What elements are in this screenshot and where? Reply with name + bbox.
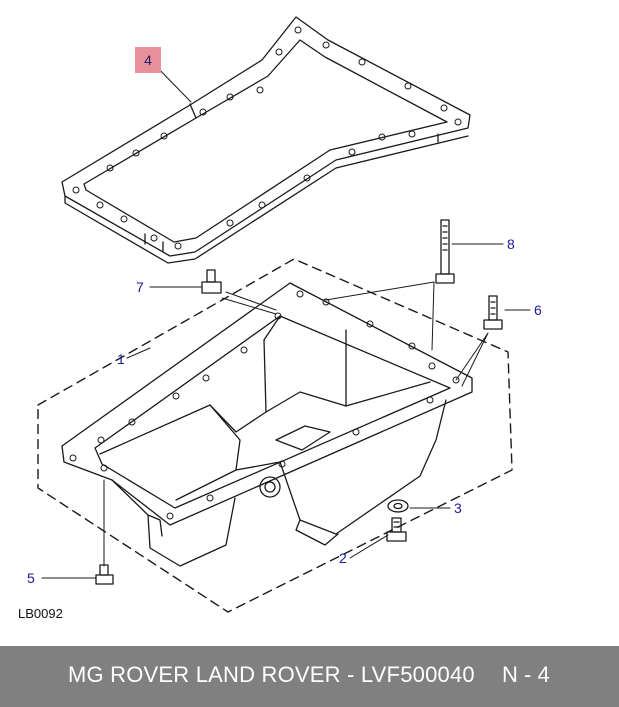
oil-pan	[61, 282, 473, 567]
diagram-reference-code: LB0092	[18, 606, 63, 621]
footer-bar: MG ROVER LAND ROVER - LVF500040 N - 4	[0, 646, 619, 707]
callout-8: 8	[507, 236, 515, 252]
callout-3: 3	[454, 500, 462, 516]
callout-4: 4	[135, 47, 161, 73]
footer-page-number: N - 4	[502, 662, 550, 687]
bolt-6	[483, 295, 503, 330]
callout-2: 2	[339, 550, 347, 566]
bolt-8	[435, 219, 455, 284]
callout-1: 1	[117, 351, 125, 367]
callout-7: 7	[136, 279, 144, 295]
callout-5: 5	[27, 570, 35, 586]
washer-3	[387, 499, 409, 513]
bolt-5	[95, 564, 114, 585]
oil-pan-exploded-diagram	[37, 16, 531, 613]
callout-6: 6	[534, 302, 542, 318]
assembly-dashed-outline	[37, 258, 513, 613]
footer-part-number: MG ROVER LAND ROVER - LVF500040	[68, 662, 475, 687]
drain-plug-2	[386, 517, 407, 542]
bolt-7	[201, 269, 222, 294]
oil-pan-gasket	[61, 16, 471, 264]
